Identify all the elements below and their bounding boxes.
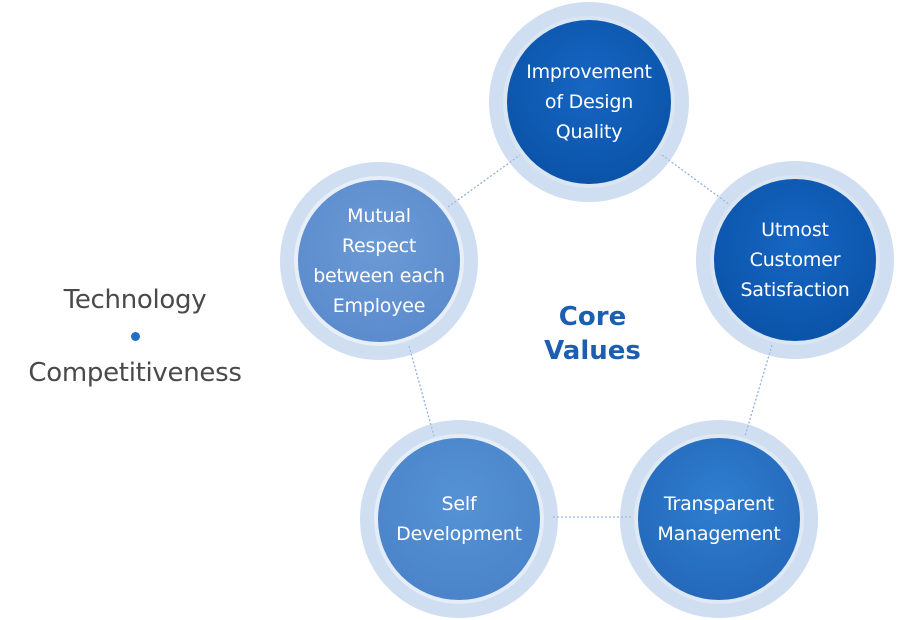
node-design-quality: Improvement of Design Quality xyxy=(503,16,675,188)
competitiveness-text: Competitiveness xyxy=(28,358,242,388)
node-transparent-management-label: Transparent Management xyxy=(657,493,781,545)
node-transparent-management: Transparent Management xyxy=(634,434,804,604)
node-mutual-respect: Mutual Respect between each Employee xyxy=(294,176,464,346)
node-customer-satisfaction: Utmost Customer Satisfaction xyxy=(710,175,880,345)
node-self-development: Self Development xyxy=(374,434,544,604)
core-values-title: Core Values xyxy=(544,302,641,366)
bullet-dot xyxy=(131,332,140,341)
connector-right-bottom xyxy=(744,344,773,437)
node-customer-satisfaction-label: Utmost Customer Satisfaction xyxy=(740,219,850,301)
connector-left-bottom xyxy=(408,345,435,437)
node-mutual-respect-label: Mutual Respect between each Employee xyxy=(313,205,445,317)
node-design-quality-label: Improvement of Design Quality xyxy=(526,61,652,143)
technology-text: Technology xyxy=(63,285,207,315)
node-self-development-label: Self Development xyxy=(396,493,522,545)
connector-top-left xyxy=(447,154,521,208)
